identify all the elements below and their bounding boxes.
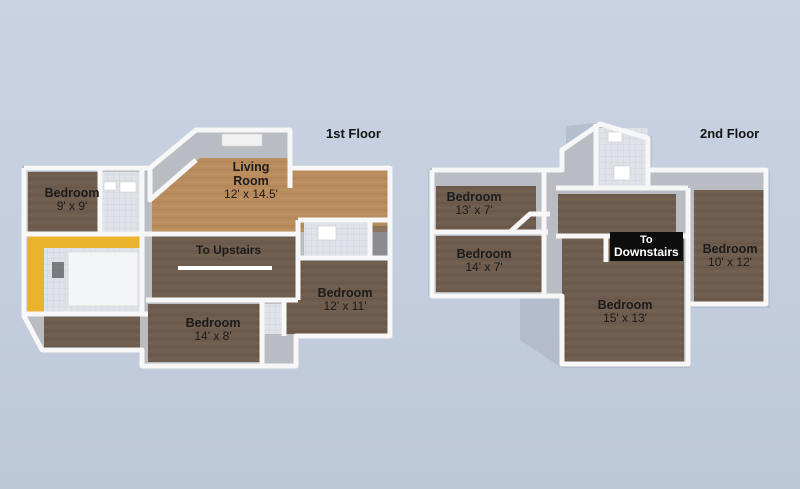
stairs-up-label: To Upstairs [196,243,262,257]
room-size: 9' x 9' [56,199,88,213]
upper-hall-floor [558,194,676,234]
bedroom-14x8-floor [148,304,260,362]
floor-2-title: 2nd Floor [700,126,760,141]
first-floor-plan [21,127,393,369]
room-label-bedroom-13x7: Bedroom 13' x 7' [428,190,520,217]
room-label-bedroom-14x7: Bedroom 14' x 7' [436,247,532,274]
room-label-bedroom-9x9: Bedroom 9' x 9' [30,186,114,213]
room-size: 12' x 11' [323,299,367,313]
bath-floor-1 [304,222,370,256]
bedroom-10x12-floor [694,190,764,302]
stairs-down-label-bottom: Downstairs [614,245,679,260]
room-size: 12' x 14.5' [224,187,278,201]
stairs-down-label: To Downstairs [610,232,683,262]
kitchen-counter-top [28,236,142,248]
room-size: 14' x 8' [194,329,232,343]
bedroom-9x9-floor [28,172,100,234]
room-size: 13' x 7' [455,203,493,217]
room-size: 14' x 7' [465,260,503,274]
room-name: Bedroom [317,286,373,300]
room-name: Bedroom [597,298,653,312]
dining-floor [44,316,140,348]
room-name: Living Room [232,160,270,188]
room-label-bedroom-10x12: Bedroom 10' x 12' [694,242,766,269]
room-name: Bedroom [456,247,512,261]
stairs-down-label-top: To [640,234,653,246]
room-name: Bedroom [702,242,758,256]
room-label-bedroom-12x11: Bedroom 12' x 11' [300,286,390,313]
room-size: 15' x 13' [603,311,647,325]
room-label-bedroom-15x13: Bedroom 15' x 13' [570,298,680,325]
kitchen-counter-left [28,236,44,312]
kitchen-island [67,251,139,307]
room-label-bedroom-14x8: Bedroom 14' x 8' [170,316,256,343]
room-name: Bedroom [185,316,241,330]
room-name: Bedroom [446,190,502,204]
room-size: 10' x 12' [708,255,752,269]
floor-1-title: 1st Floor [326,126,381,141]
room-name: Bedroom [44,186,100,200]
living-room-floor [152,158,388,232]
bedroom-12x11-floor [286,258,388,334]
bedroom-14x7-floor [436,236,542,292]
room-label-living-room: Living Room 12' x 14.5' [208,160,294,201]
second-floor-plan [428,121,770,368]
